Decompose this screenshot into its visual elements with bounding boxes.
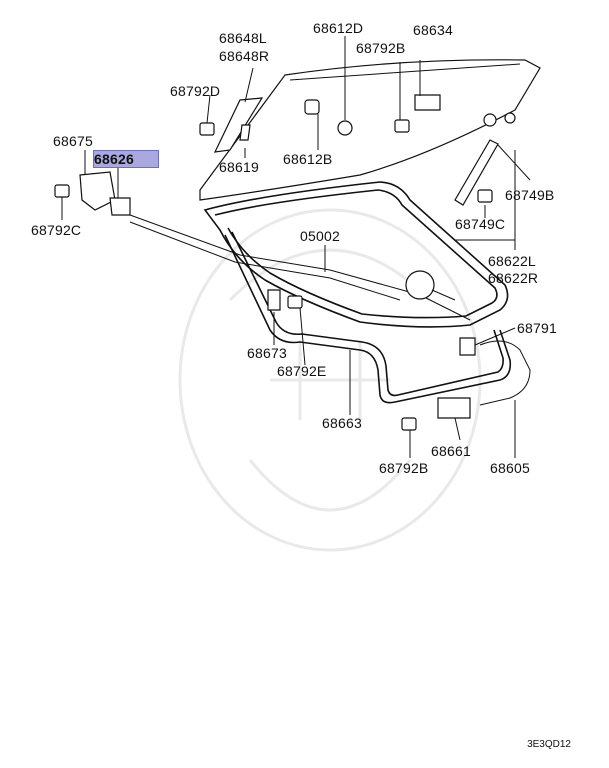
label-68622R[interactable]: 68622R — [488, 270, 539, 286]
leader-lines — [61, 36, 531, 458]
diagram-code: 3E3QD12 — [527, 739, 571, 750]
label-68792C[interactable]: 68792C — [31, 222, 82, 238]
watermark-emblem — [178, 208, 482, 552]
label-68605[interactable]: 68605 — [490, 460, 530, 476]
label-68792B-top[interactable]: 68792B — [356, 40, 406, 56]
label-68612B[interactable]: 68612B — [283, 151, 333, 167]
label-68612D[interactable]: 68612D — [313, 20, 364, 36]
label-68648R[interactable]: 68648R — [219, 48, 270, 64]
frame-68663 — [224, 234, 512, 404]
label-68749C[interactable]: 68749C — [455, 216, 506, 232]
cable-lower — [129, 221, 401, 301]
label-68791[interactable]: 68791 — [517, 320, 557, 336]
label-68661[interactable]: 68661 — [431, 443, 471, 459]
label-68792D[interactable]: 68792D — [170, 83, 221, 99]
weatherstrip-05002 — [203, 181, 509, 328]
cable-68605 — [479, 340, 531, 406]
cable-upper — [129, 214, 471, 321]
label-68619[interactable]: 68619 — [219, 159, 259, 175]
label-68622L[interactable]: 68622L — [488, 253, 536, 269]
label-68749B[interactable]: 68749B — [505, 187, 555, 203]
hinge-68648 — [213, 97, 264, 153]
label-68663[interactable]: 68663 — [322, 415, 362, 431]
gas-strut — [454, 139, 499, 206]
label-68634[interactable]: 68634 — [413, 22, 453, 38]
label-68626-highlighted[interactable]: 68626 — [93, 150, 159, 168]
label-68675[interactable]: 68675 — [53, 133, 93, 149]
label-68792B-bottom[interactable]: 68792B — [379, 460, 429, 476]
label-05002[interactable]: 05002 — [300, 228, 340, 244]
tailgate-panel — [199, 59, 541, 201]
label-68648L[interactable]: 68648L — [219, 30, 267, 46]
label-68673[interactable]: 68673 — [247, 345, 287, 361]
label-68792E[interactable]: 68792E — [277, 363, 327, 379]
